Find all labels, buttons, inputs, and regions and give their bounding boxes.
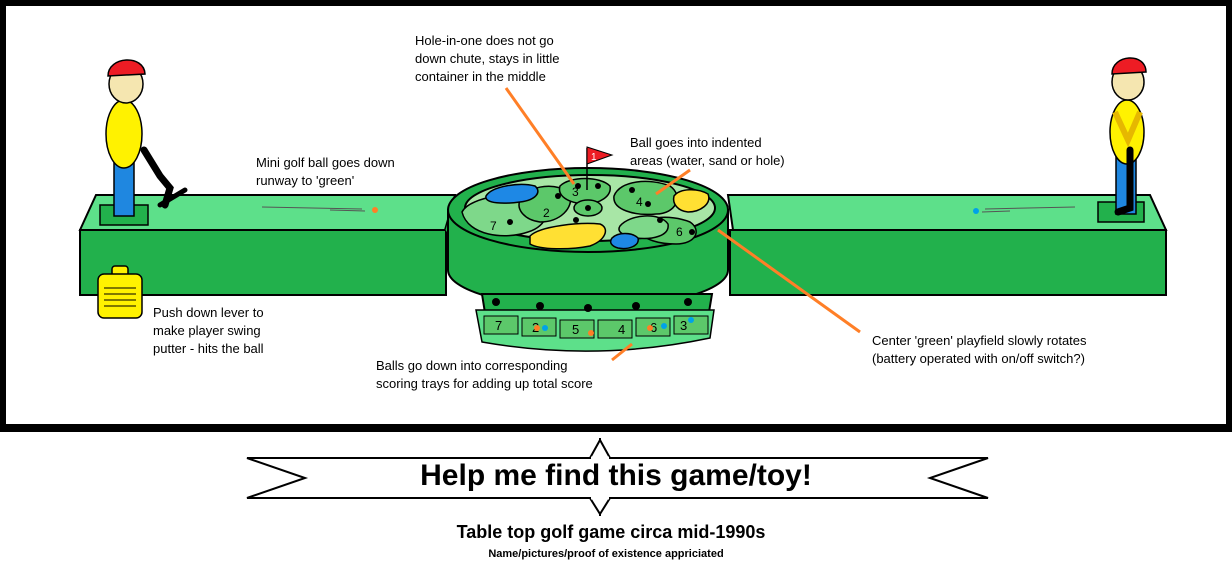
hole: [573, 217, 579, 223]
player-cap: [107, 59, 146, 77]
hole: [575, 183, 581, 189]
hole-number: 4: [636, 195, 643, 209]
water-hazard: [609, 232, 639, 250]
annotation-line: Ball goes into indented: [630, 135, 762, 150]
hole: [629, 187, 635, 193]
hole-number: 2: [543, 206, 550, 220]
golf-game-diagram: 2 4 7 3 6 1 7 2 5 4 6 3: [6, 6, 1226, 424]
hole: [689, 229, 695, 235]
putter: [140, 146, 174, 209]
center-green: 2 4 7 3 6 1: [447, 146, 729, 309]
tray-ball: [647, 325, 653, 331]
tray-number: 6: [650, 320, 657, 335]
annotation-indented-areas: Ball goes into indented areas (water, sa…: [630, 135, 785, 168]
annotation-line: Hole-in-one does not go: [415, 33, 554, 48]
annotation-line: Balls go down into corresponding: [376, 358, 568, 373]
annotation-line: Mini golf ball goes down: [256, 155, 395, 170]
tray-ball: [542, 325, 548, 331]
flag-number: 1: [591, 152, 597, 163]
banner-title: Help me find this game/toy!: [420, 459, 812, 492]
subtitle: Table top golf game circa mid-1990s: [456, 522, 766, 542]
hole: [555, 193, 561, 199]
tray-number: 5: [572, 322, 579, 337]
hole: [657, 217, 663, 223]
runway-ball-left: [372, 207, 378, 213]
tray-ball: [534, 325, 540, 331]
tray-ball: [661, 323, 667, 329]
hole-number: 7: [490, 219, 497, 233]
tray-number: 4: [618, 322, 625, 337]
annotation-line: make player swing: [153, 323, 261, 338]
annotation-line: runway to 'green': [256, 173, 354, 188]
putter: [1114, 146, 1134, 216]
diagram-frame: 2 4 7 3 6 1 7 2 5 4 6 3: [0, 0, 1232, 432]
annotation-trays: Balls go down into corresponding scoring…: [376, 358, 593, 391]
water-hazard: [485, 183, 539, 204]
annotation-line: areas (water, sand or hole): [630, 153, 785, 168]
hole: [507, 219, 513, 225]
annotation-line: putter - hits the ball: [153, 341, 264, 356]
annotation-rotates: Center 'green' playfield slowly rotates …: [872, 333, 1087, 366]
player-cap: [1111, 57, 1147, 75]
right-runway: [726, 194, 1168, 296]
pointer-lines: [504, 87, 861, 362]
player-shirt: [105, 99, 143, 169]
subnote: Name/pictures/proof of existence apprici…: [488, 548, 724, 560]
banner-shape: [246, 438, 989, 516]
right-player: [1097, 57, 1147, 223]
hole: [595, 183, 601, 189]
annotation-lever: Push down lever to make player swing put…: [153, 305, 264, 356]
flag-icon: [586, 146, 614, 165]
tray-slots: [483, 315, 709, 339]
annotation-line: Center 'green' playfield slowly rotates: [872, 333, 1087, 348]
hole-number: 6: [676, 225, 683, 239]
scoring-trays: 7 2 5 4 6 3: [475, 293, 715, 352]
annotation-line: (battery operated with on/off switch?): [872, 351, 1085, 366]
annotation-line: down chute, stays in little: [415, 51, 560, 66]
annotation-line: container in the middle: [415, 69, 546, 84]
tray-ball: [688, 317, 694, 323]
tray-number: 3: [680, 318, 687, 333]
annotation-runway: Mini golf ball goes down runway to 'gree…: [256, 155, 395, 188]
runway-ball-right: [973, 208, 979, 214]
tray-number: 7: [495, 318, 502, 333]
tray-ball: [588, 330, 594, 336]
annotation-hole-in-one: Hole-in-one does not go down chute, stay…: [415, 33, 560, 84]
sand-trap: [672, 189, 710, 213]
annotation-line: scoring trays for adding up total score: [376, 376, 593, 391]
hole-number: 3: [572, 185, 579, 199]
left-player: [99, 59, 188, 226]
hole: [645, 201, 651, 207]
sand-trap: [529, 222, 607, 250]
swing-lever: [97, 265, 143, 319]
annotation-line: Push down lever to: [153, 305, 264, 320]
